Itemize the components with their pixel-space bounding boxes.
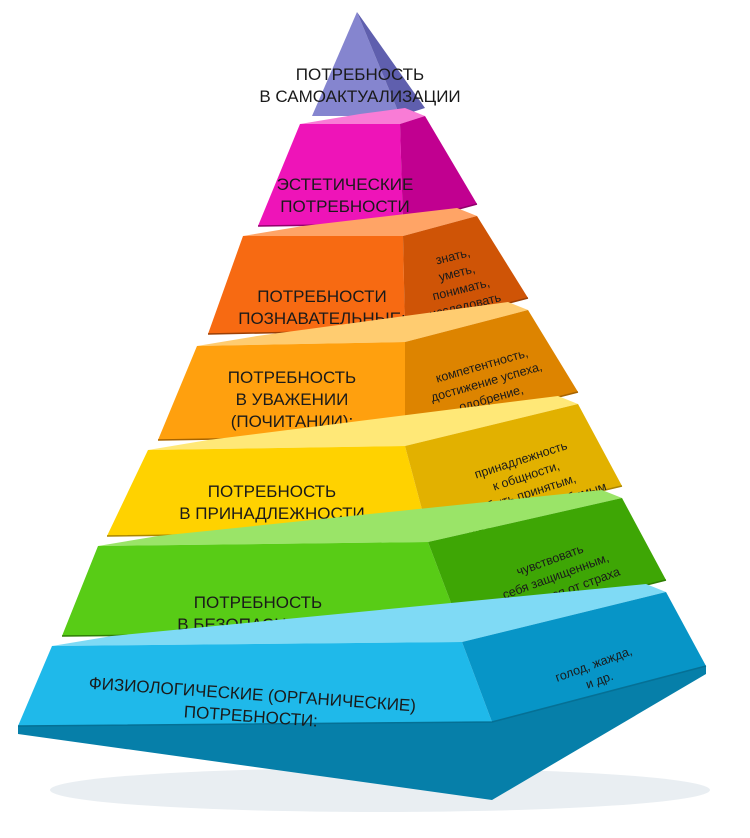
tier-side-face (428, 498, 666, 632)
tier-title: ЭСТЕТИЧЕСКИЕ ПОТРЕБНОСТИ (277, 175, 414, 216)
tier-side-face (462, 592, 706, 722)
tier-top-face (148, 396, 578, 450)
tier-title-line: В САМОАКТУАЛИЗАЦИИ (259, 87, 460, 106)
tier-title-line: ПОТРЕБНОСТЬ (228, 368, 356, 387)
tier-title-line: ПОТРЕБНОСТЬ (208, 482, 336, 501)
tier-title-line: ПОТРЕБНОСТЬ (296, 65, 424, 84)
tier-side-face (405, 404, 622, 532)
tier-base-thickness (18, 666, 706, 800)
tier-front-face (312, 12, 400, 116)
tier-top-face (52, 584, 666, 646)
tier-physiological: ФИЗИОЛОГИЧЕСКИЕ (ОРГАНИЧЕСКИЕ)ПОТРЕБНОСТ… (17, 584, 707, 800)
tier-title-line: В УВАЖЕНИИ (236, 390, 349, 409)
tier-front-face (258, 124, 403, 226)
tier-top-face (243, 208, 477, 236)
tier-title-line: В ПРИНАДЛЕЖНОСТИ (179, 504, 365, 523)
tier-aesthetic: ЭСТЕТИЧЕСКИЕ ПОТРЕБНОСТИ (257, 108, 478, 227)
tier-front-face (18, 642, 492, 726)
tier-title-line: ПОТРЕБНОСТИ (257, 287, 386, 306)
tier-top-face (98, 490, 622, 546)
tier-side-face (400, 116, 477, 224)
pyramid-tiers: ПОТРЕБНОСТЬ В САМОАКТУАЛИЗАЦИИ ЭСТЕТИЧЕСКИ… (17, 12, 710, 812)
tier-title-line: ПОТРЕБНОСТИ (280, 197, 409, 216)
pyramid-shadow (50, 768, 710, 812)
tier-side-face (357, 12, 425, 116)
tier-self-actualization: ПОТРЕБНОСТЬ В САМОАКТУАЛИЗАЦИИ (259, 12, 461, 116)
tier-title: ПОТРЕБНОСТЬ В САМОАКТУАЛИЗАЦИИ (259, 65, 460, 106)
tier-top-face (300, 108, 425, 124)
tier-bottom-edge (17, 665, 707, 727)
tier-front-face (158, 342, 405, 440)
tier-front-face (107, 446, 428, 536)
tier-top-face (197, 302, 528, 346)
tier-title-line: ЭСТЕТИЧЕСКИЕ (277, 175, 414, 194)
tier-side-face (405, 310, 578, 436)
tier-side-face (403, 216, 528, 330)
tier-front-face (208, 236, 405, 334)
tier-title-line: ПОТРЕБНОСТЬ (194, 593, 322, 612)
